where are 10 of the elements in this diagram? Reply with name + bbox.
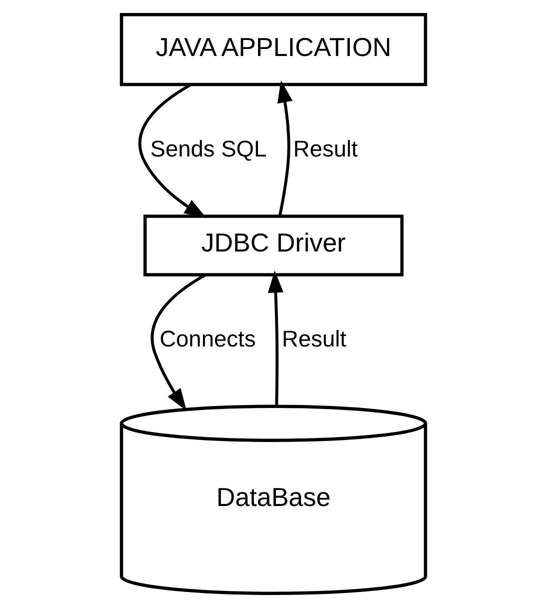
arrow <box>150 274 206 411</box>
node-box: JDBC Driver <box>142 214 404 276</box>
edge-label: Result <box>292 135 358 162</box>
node-box: JAVA APPLICATION <box>119 13 427 86</box>
arrow <box>267 270 283 406</box>
arrow <box>276 80 292 216</box>
edge-label: Result <box>281 326 346 352</box>
edge-label: Connects <box>159 326 256 352</box>
arrow <box>138 83 206 218</box>
edge-label: Sends SQL <box>150 135 266 162</box>
